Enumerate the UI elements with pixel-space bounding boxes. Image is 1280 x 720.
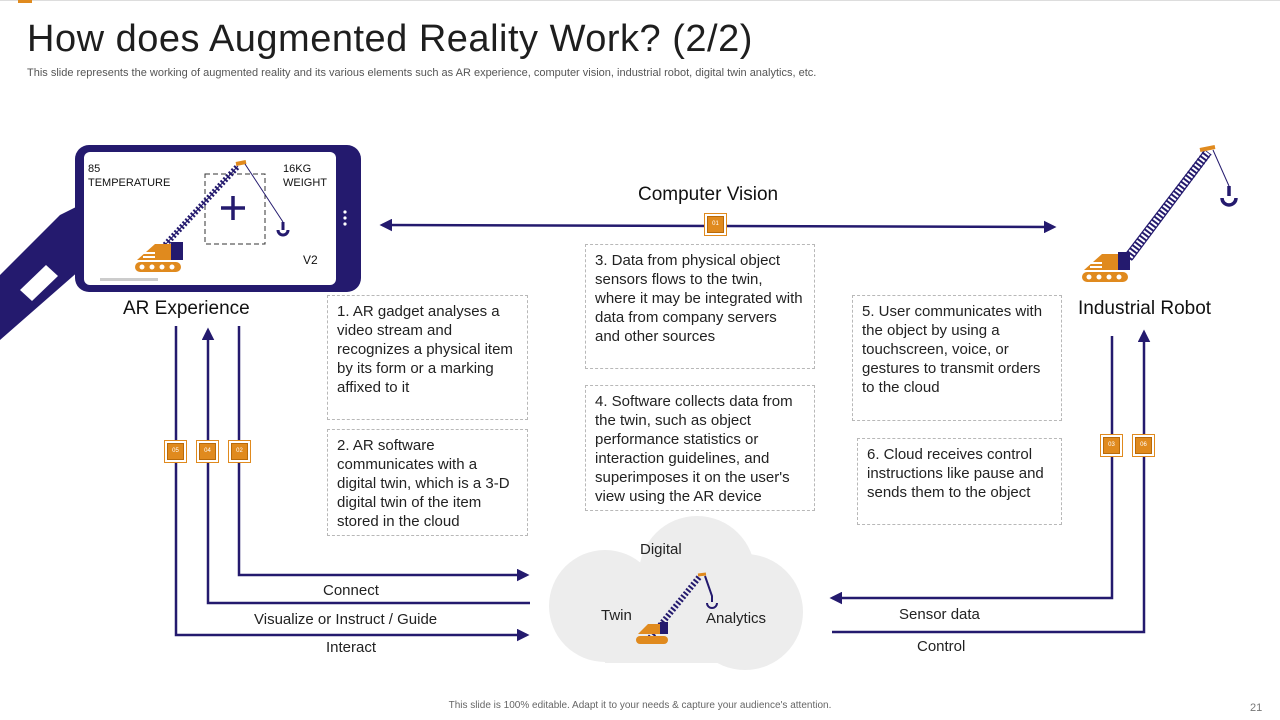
step-badge-01: 01 (707, 216, 724, 233)
ar-phone-illustration (0, 145, 361, 340)
step-badge-04: 04 (199, 443, 216, 460)
phone-version-label: V2 (303, 253, 318, 267)
flow-visualize-label: Visualize or Instruct / Guide (254, 611, 438, 628)
connect-arrow (237, 326, 530, 582)
sensor-data-arrow (829, 336, 1114, 605)
slide-footer: This slide is 100% editable. Adapt it to… (448, 700, 832, 711)
step-badge-06: 06 (1135, 437, 1152, 454)
step-1-text: 1. AR gadget analyses a video stream and… (337, 303, 513, 396)
step-4-box: 4. Software collects data from the twin,… (585, 385, 815, 511)
interact-arrow (174, 326, 530, 642)
step-6-box: 6. Cloud receives control instructions l… (857, 438, 1062, 525)
step-2-box: 2. AR software communicates with a digit… (327, 429, 528, 536)
phone-weight-value: 16KG (283, 163, 312, 175)
page-number: 21 (1250, 702, 1263, 714)
phone-temperature-value: 85 (88, 163, 101, 175)
top-accent-mark (18, 0, 32, 3)
step-5-box: 5. User communicates with the object by … (852, 295, 1062, 421)
cloud-analytics-label: Analytics (706, 610, 767, 627)
digital-twin-cloud (549, 516, 803, 670)
ar-experience-label: AR Experience (123, 298, 250, 319)
top-rule (0, 0, 1280, 1)
flow-interact-label: Interact (326, 639, 377, 656)
flow-connect-label: Connect (323, 582, 379, 599)
phone-weight-label: WEIGHT (283, 177, 327, 189)
flow-control-label: Control (917, 638, 966, 655)
flow-sensor-data-label: Sensor data (899, 606, 980, 623)
step-badge-03: 03 (1103, 437, 1120, 454)
computer-vision-label: Computer Vision (638, 184, 779, 205)
step-badge-02: 02 (231, 443, 248, 460)
industrial-robot-illustration (1082, 145, 1238, 282)
step-3-box: 3. Data from physical object sensors flo… (585, 244, 815, 369)
step-3-text: 3. Data from physical object sensors flo… (595, 252, 803, 345)
slide-subtitle: This slide represents the working of aug… (27, 67, 817, 79)
step-6-text: 6. Cloud receives control instructions l… (867, 446, 1044, 501)
cloud-digital-label: Digital (640, 541, 682, 558)
slide-title: How does Augmented Reality Work? (2/2) (27, 18, 753, 60)
step-2-text: 2. AR software communicates with a digit… (337, 437, 510, 530)
visualize-arrow (201, 327, 530, 605)
step-5-text: 5. User communicates with the object by … (862, 303, 1043, 396)
phone-temperature-label: TEMPERATURE (88, 177, 171, 189)
step-4-text: 4. Software collects data from the twin,… (595, 393, 793, 505)
step-badge-05: 05 (167, 443, 184, 460)
cloud-twin-label: Twin (601, 607, 632, 624)
step-1-box: 1. AR gadget analyses a video stream and… (327, 295, 528, 420)
control-arrow (832, 329, 1151, 634)
industrial-robot-label: Industrial Robot (1078, 298, 1212, 319)
